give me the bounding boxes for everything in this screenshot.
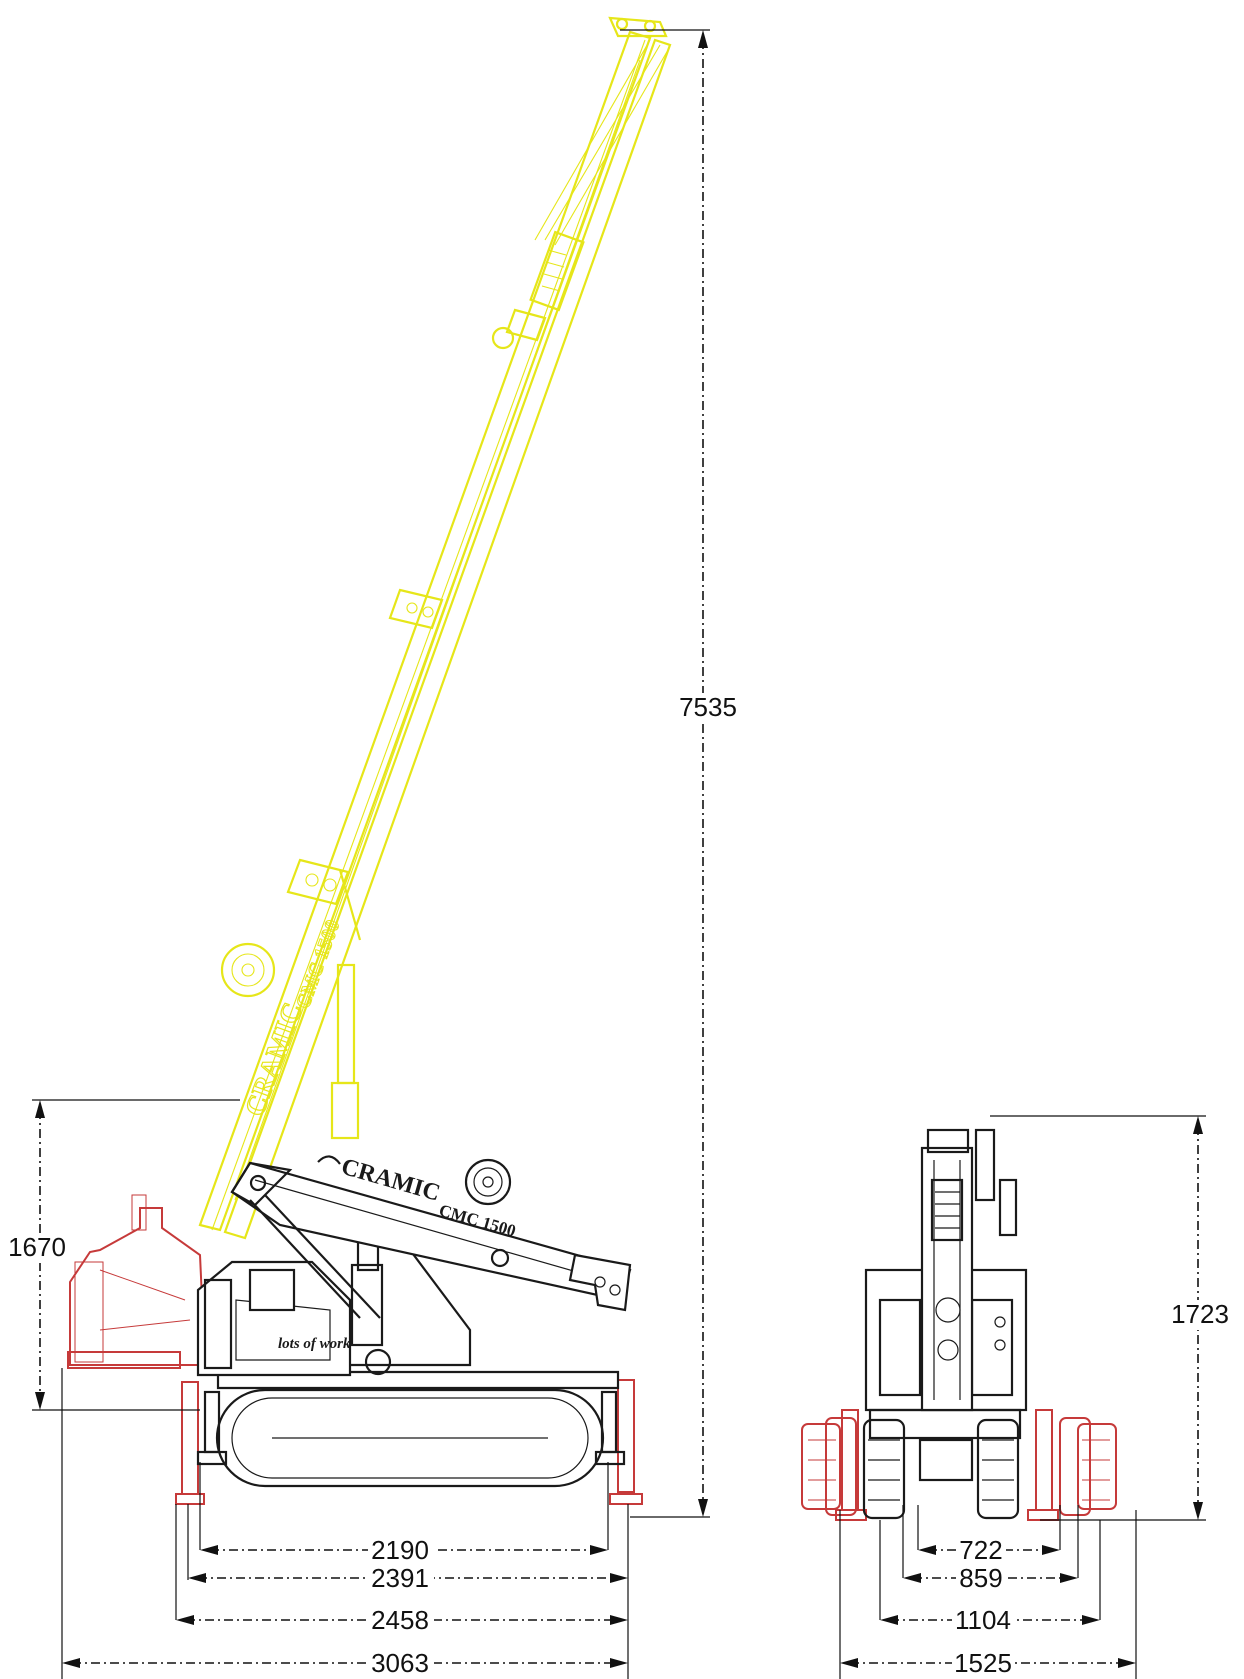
dim-outrigger-pad-inner: 2391 xyxy=(371,1563,429,1593)
dim-overall-length: 3063 xyxy=(371,1648,429,1678)
dim-max-height: 7535 xyxy=(679,692,737,722)
dim-track-gauge-inner: 722 xyxy=(959,1535,1002,1565)
side-winch-icon xyxy=(464,1158,512,1206)
raised-boom-model: CMC 1500 xyxy=(292,917,344,1012)
dim-outrigger-span-inner: 1104 xyxy=(955,1605,1011,1635)
slogan: lots of work xyxy=(278,1336,351,1352)
front-machine xyxy=(801,1128,1117,1521)
dimensions: 7535 1670 2190 2391 2458 xyxy=(2,29,1232,1679)
dim-track-length: 2190 xyxy=(371,1535,429,1565)
raised-boom: CRAMIC CMC 1500 xyxy=(198,16,672,1240)
dim-track-gauge-outer: 859 xyxy=(959,1563,1002,1593)
dim-stowed-height: 1670 xyxy=(8,1232,66,1262)
dim-overall-width: 1525 xyxy=(954,1648,1012,1678)
dim-front-height: 1723 xyxy=(1171,1299,1229,1329)
side-outriggers xyxy=(67,1194,643,1505)
dim-outrigger-pad-outer: 2458 xyxy=(371,1605,429,1635)
raised-winch-icon xyxy=(220,942,276,998)
raised-boom-brand: CRAMIC xyxy=(239,999,309,1121)
side-machine: lots of work CRAMIC CMC 1500 xyxy=(196,1154,632,1488)
